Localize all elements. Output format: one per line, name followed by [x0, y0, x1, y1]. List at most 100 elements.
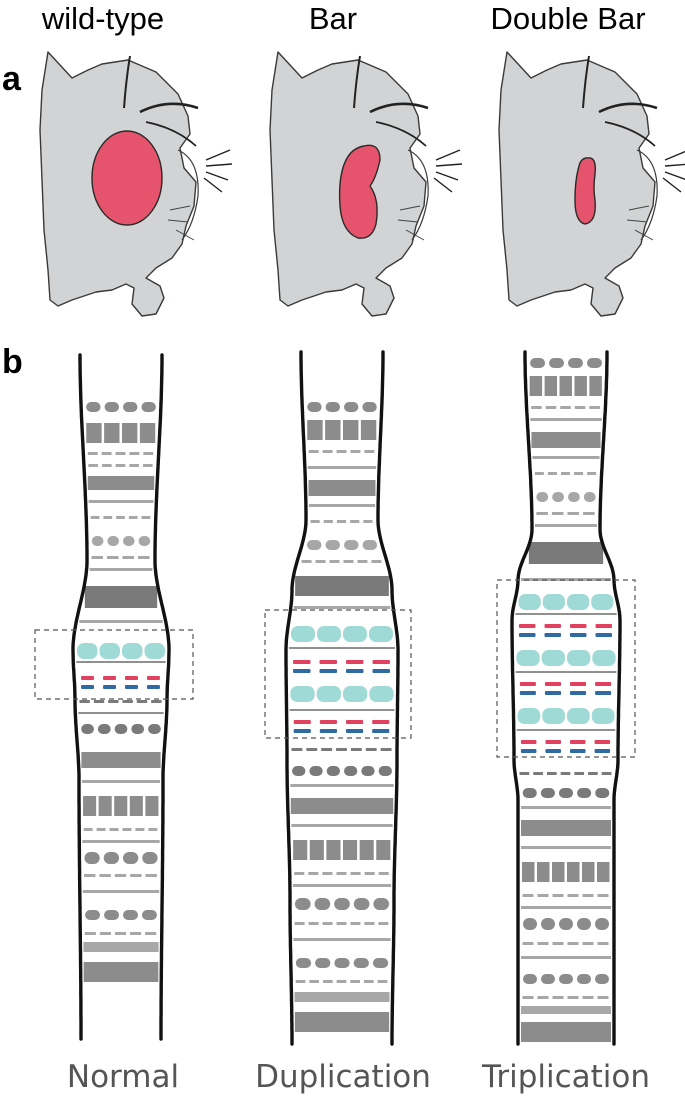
thin-band: [79, 620, 163, 623]
blue-dash-band: [146, 685, 160, 689]
dash-band: [88, 464, 99, 467]
dot-band: [577, 974, 591, 984]
red-dash-band: [570, 624, 587, 628]
red-dash-band: [544, 624, 561, 628]
dot-band: [292, 766, 306, 776]
segmented-band: [343, 840, 358, 860]
segmented-band: [325, 420, 341, 440]
blue-dash-band: [519, 691, 536, 695]
segmented-band: [359, 840, 374, 860]
solid-band: [290, 798, 394, 814]
dash-band: [552, 942, 564, 945]
segmented-band: [122, 423, 138, 443]
segmented-band: [83, 796, 97, 816]
dot-band: [306, 540, 322, 550]
hairs: [397, 205, 421, 223]
head-double-bar: [498, 51, 685, 317]
bar-region-band: [144, 643, 165, 659]
dash-band: [350, 450, 361, 453]
dash-band: [522, 942, 534, 945]
thin-band: [291, 824, 393, 827]
dash-band: [552, 894, 564, 897]
dash-band: [574, 406, 586, 409]
segmented-band: [114, 796, 128, 816]
blue-dash-band: [319, 669, 337, 673]
label-triplication: Triplication: [481, 1059, 650, 1095]
bar-region-band: [567, 594, 590, 610]
dot-band: [523, 974, 537, 984]
segmented-band: [343, 420, 359, 440]
dash-band: [145, 932, 157, 935]
title-wild-type: wild-type: [41, 1, 164, 36]
thin-band: [532, 456, 600, 459]
red-dash-band: [319, 660, 337, 664]
dash-band: [546, 772, 557, 775]
bar-region-band: [99, 643, 120, 659]
thin-band: [307, 466, 377, 469]
dash-band: [130, 874, 142, 877]
dash-band: [128, 516, 138, 519]
dash-band: [583, 512, 595, 515]
bar-region-band: [591, 708, 615, 724]
dot-band: [559, 974, 573, 984]
dash-band: [84, 874, 96, 877]
dash-band: [142, 464, 153, 467]
head-wild-type: [39, 51, 233, 317]
dot-band: [86, 402, 101, 412]
dot-band: [315, 958, 331, 968]
dot-band: [344, 766, 358, 776]
segmented-band: [98, 796, 112, 816]
dash-band: [129, 464, 139, 467]
bar-region-band: [591, 594, 614, 610]
dot-band: [138, 536, 151, 546]
dash-band: [522, 894, 534, 897]
compound-eye: [574, 157, 597, 225]
red-dash-band: [520, 740, 537, 744]
thin-band: [534, 524, 598, 527]
dot-band: [373, 898, 389, 910]
dark-band: [295, 576, 389, 596]
blue-dash-band: [346, 729, 364, 733]
red-dash-band: [519, 682, 536, 686]
dot-band: [595, 918, 609, 930]
dash-band: [322, 450, 333, 453]
thin-band: [521, 906, 611, 909]
dash-band: [363, 520, 373, 523]
thin-band: [290, 784, 394, 787]
thin-band: [521, 578, 611, 581]
blue-dash-band: [372, 729, 390, 733]
dash-band: [295, 980, 306, 983]
bar-region-band: [518, 594, 541, 610]
dot-band: [141, 910, 157, 920]
region-highlight-box: [496, 579, 636, 758]
dash-band: [79, 700, 90, 703]
dot-band: [314, 898, 331, 910]
dash-band: [560, 472, 571, 475]
dash-band: [99, 932, 111, 935]
dash-band: [145, 874, 157, 877]
dash-band: [336, 980, 347, 983]
dark-band: [84, 586, 158, 608]
blue-dash-band: [545, 749, 561, 753]
dot-band: [104, 402, 119, 412]
dash-band: [574, 472, 584, 475]
dash-band: [357, 560, 368, 563]
head-bar: [269, 51, 463, 317]
dash-band: [336, 450, 347, 453]
dash-band: [522, 996, 534, 999]
thin-band: [308, 504, 376, 507]
bar-region-band: [592, 650, 616, 666]
bar-region-band: [122, 643, 143, 659]
bar-region-band: [567, 708, 590, 724]
dash-band: [582, 942, 594, 945]
dash-band: [547, 472, 557, 475]
red-dash-band: [146, 676, 160, 680]
dot-band: [123, 536, 135, 546]
dot-band: [325, 540, 340, 550]
dot-band: [568, 492, 580, 502]
red-dash-band: [293, 720, 311, 724]
arista: [433, 149, 463, 193]
label-normal: Normal: [67, 1059, 179, 1095]
red-dash-band: [372, 720, 390, 724]
bar-region-band: [516, 650, 540, 666]
